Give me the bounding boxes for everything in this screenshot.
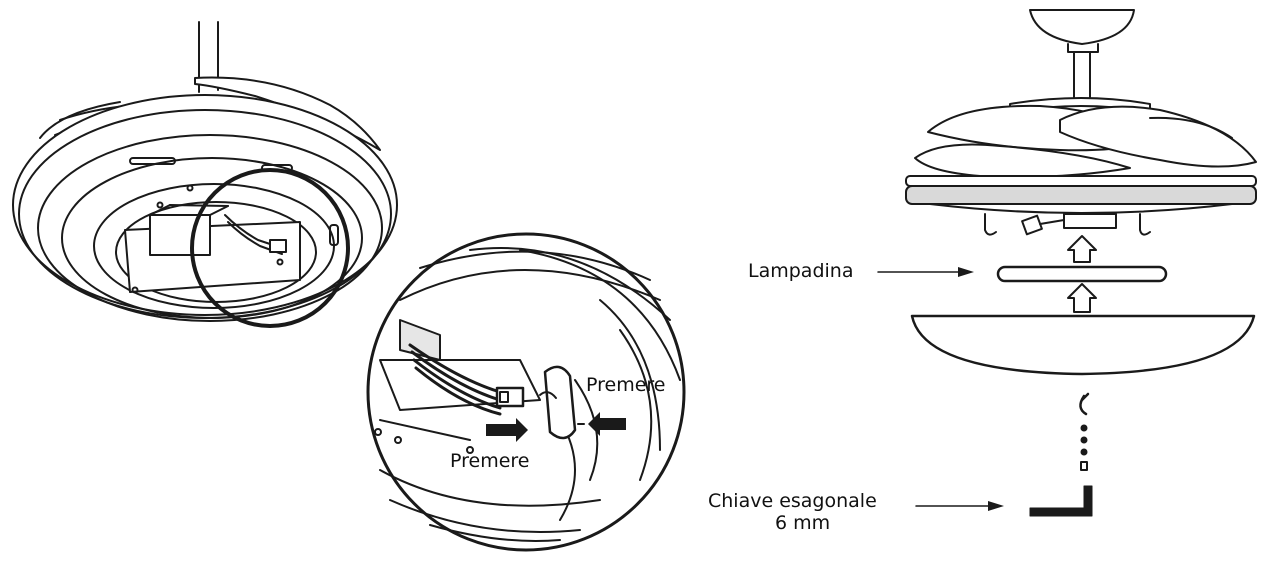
press-label-upper: Premere <box>586 374 666 396</box>
hex-key-label: Chiave esagonale <box>708 490 877 512</box>
press-label-lower: Premere <box>450 450 530 472</box>
hex-key-size-label: 6 mm <box>775 512 831 534</box>
fan-exploded-view <box>877 9 1257 517</box>
bulb-label: Lampadina <box>748 260 854 282</box>
fan-underside-illustration <box>12 21 398 328</box>
connector-detail-zoom <box>366 232 686 552</box>
